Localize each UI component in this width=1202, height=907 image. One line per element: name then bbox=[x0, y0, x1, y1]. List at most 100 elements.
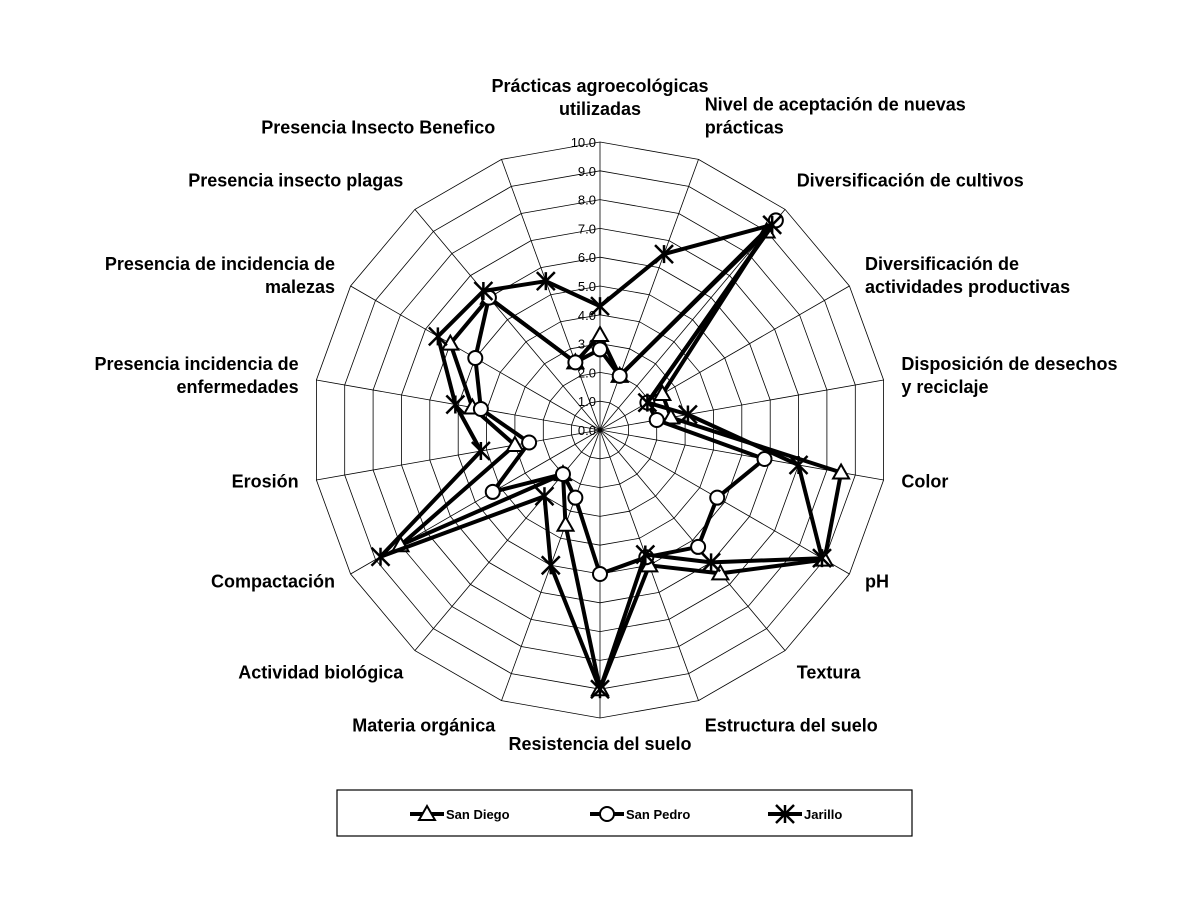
grid-spoke bbox=[599, 429, 850, 575]
category-label-line: Presencia insecto plagas bbox=[188, 171, 403, 191]
tick-label: 5.0 bbox=[578, 279, 596, 294]
circle-marker bbox=[567, 489, 584, 506]
category-label: pH bbox=[865, 572, 889, 592]
circle-marker bbox=[592, 341, 608, 358]
category-label-line: Diversificación de bbox=[865, 254, 1019, 274]
category-label: Presencia de incidencia de malezas bbox=[105, 254, 335, 297]
category-label: Compactación bbox=[211, 572, 335, 592]
category-label-line: Presencia incidencia de bbox=[94, 354, 298, 374]
star-marker bbox=[788, 455, 809, 475]
star-marker bbox=[812, 548, 832, 569]
category-label-line: enfermedades bbox=[177, 377, 299, 397]
grid-spoke bbox=[501, 159, 601, 431]
category-label: Presencia insecto plagas bbox=[188, 171, 403, 191]
category-label-line: Materia orgánica bbox=[352, 716, 496, 736]
triangle-marker bbox=[831, 462, 851, 480]
data-series bbox=[370, 212, 851, 700]
series-jarillo bbox=[370, 214, 832, 700]
tick-label: 8.0 bbox=[578, 193, 596, 208]
category-label-line: Disposición de desechos bbox=[901, 354, 1117, 374]
star-marker bbox=[590, 679, 610, 700]
grid-spoke bbox=[316, 379, 601, 431]
category-label: Materia orgánica bbox=[352, 716, 496, 736]
category-label-line: actividades productivas bbox=[865, 277, 1070, 297]
star-marker bbox=[635, 544, 656, 565]
category-label: Diversificación de cultivos bbox=[797, 171, 1024, 191]
tick-label: 6.0 bbox=[578, 250, 596, 265]
category-label-line: Nivel de aceptación de nuevas bbox=[705, 95, 966, 115]
category-label-line: prácticas bbox=[705, 118, 784, 138]
category-label: Textura bbox=[797, 662, 862, 682]
grid-spoke bbox=[599, 379, 884, 431]
legend: San Diego San Pedro Jarillo bbox=[336, 789, 913, 837]
grid-spoke bbox=[414, 209, 601, 431]
radar-grid bbox=[315, 141, 884, 719]
category-label: Resistencia del suelo bbox=[508, 734, 691, 754]
series-line bbox=[398, 229, 844, 692]
circle-marker bbox=[611, 367, 628, 384]
grid-spoke bbox=[316, 429, 601, 481]
legend-entry: San Diego bbox=[410, 803, 510, 822]
triangle-marker bbox=[710, 563, 731, 581]
triangle-marker bbox=[555, 514, 576, 532]
star-marker bbox=[370, 546, 391, 567]
circle-marker bbox=[554, 466, 571, 483]
triangle-marker bbox=[440, 333, 461, 351]
tick-label: 7.0 bbox=[578, 221, 596, 236]
tick-label: 1.0 bbox=[578, 394, 596, 409]
circle-marker bbox=[484, 483, 501, 500]
category-label: Diversificación de actividades productiva… bbox=[865, 254, 1070, 297]
category-label: Actividad biológica bbox=[238, 662, 404, 682]
category-label-line: malezas bbox=[265, 277, 335, 297]
circle-marker bbox=[521, 434, 538, 451]
triangle-marker bbox=[417, 803, 437, 821]
category-label-line: Textura bbox=[797, 662, 862, 682]
star-marker bbox=[473, 281, 494, 301]
circle-marker bbox=[567, 354, 584, 371]
category-label: Presencia incidencia de enfermedades bbox=[94, 354, 298, 397]
category-label: Color bbox=[901, 472, 948, 492]
category-label-line: Compactación bbox=[211, 572, 335, 592]
legend-label: San Diego bbox=[446, 807, 510, 822]
category-label-line: Color bbox=[901, 472, 948, 492]
star-marker bbox=[540, 555, 561, 576]
star-marker bbox=[701, 552, 721, 573]
tick-label: 10.0 bbox=[571, 135, 596, 150]
circle-marker bbox=[756, 451, 773, 468]
category-label-line: Resistencia del suelo bbox=[508, 734, 691, 754]
tick-label: 9.0 bbox=[578, 164, 596, 179]
star-marker bbox=[445, 394, 466, 415]
star-marker bbox=[678, 404, 698, 425]
circle-marker bbox=[467, 350, 484, 366]
tick-label: 0.0 bbox=[578, 423, 596, 438]
category-label-line: Estructura del suelo bbox=[705, 716, 878, 736]
legend-label: Jarillo bbox=[804, 807, 842, 822]
series-line bbox=[473, 218, 778, 576]
grid-spoke bbox=[599, 159, 699, 431]
triangle-marker bbox=[652, 383, 673, 401]
category-label: Nivel de aceptación de nuevas prácticas bbox=[705, 95, 966, 138]
star-marker bbox=[535, 271, 556, 292]
category-label-line: Presencia Insecto Benefico bbox=[261, 118, 495, 138]
category-label-line: Actividad biológica bbox=[238, 662, 404, 682]
circle-marker bbox=[709, 489, 726, 506]
circle-marker bbox=[648, 411, 665, 428]
category-label: Erosión bbox=[232, 472, 299, 492]
triangle-marker bbox=[505, 434, 525, 453]
category-label-line: Prácticas agroecológicas bbox=[491, 76, 708, 96]
legend-entry: San Pedro bbox=[590, 806, 690, 822]
category-label-line: Erosión bbox=[232, 472, 299, 492]
star-marker bbox=[470, 441, 491, 461]
star-marker bbox=[762, 214, 783, 235]
circle-marker bbox=[472, 400, 489, 417]
star-marker bbox=[534, 486, 555, 507]
grid-spoke bbox=[414, 429, 601, 651]
category-label-line: y reciclaje bbox=[901, 377, 988, 397]
category-label-line: Presencia de incidencia de bbox=[105, 254, 335, 274]
circle-marker bbox=[592, 566, 608, 582]
triangle-marker bbox=[590, 324, 610, 342]
circle-marker bbox=[690, 538, 707, 555]
